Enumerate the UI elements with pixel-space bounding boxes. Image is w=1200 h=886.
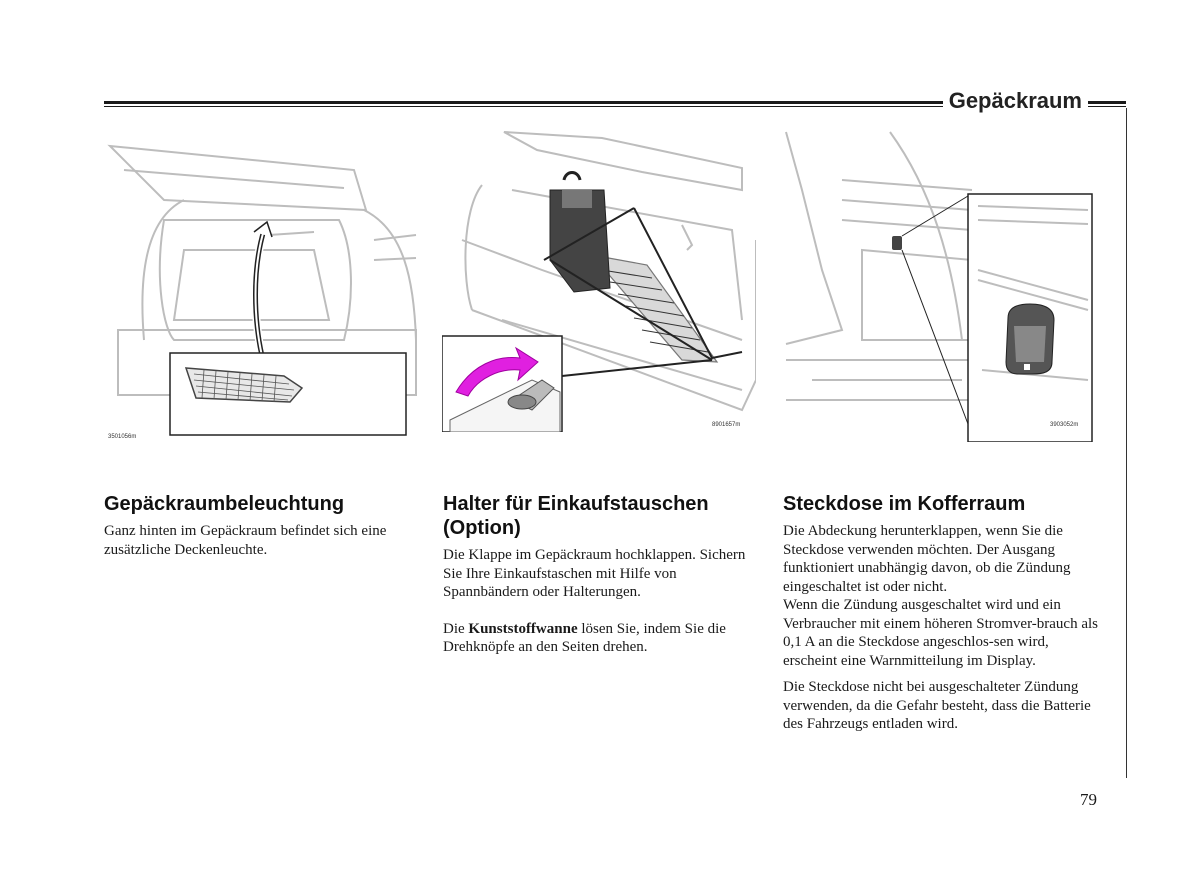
- section-paragraph: Ganz hinten im Gepäckraum befindet sich …: [104, 523, 387, 558]
- section-paragraph: Die Abdeckung herunterklappen, wenn Sie …: [783, 523, 1071, 595]
- svg-text:8901657m: 8901657m: [712, 422, 740, 428]
- section-heading: Halter für Einkaufstauschen (Option): [443, 493, 709, 539]
- paragraph-bold-term: Kunststoffwanne: [468, 620, 578, 637]
- figure-trunk-light: 3501056m: [104, 140, 418, 440]
- section-bag-holder: Halter für Einkaufstauschen (Option) Die…: [443, 492, 759, 667]
- header-rule-top: [104, 101, 1126, 104]
- section-heading: Steckdose im Kofferraum: [783, 493, 1026, 515]
- header-rule-bottom: [104, 106, 1126, 107]
- page-title: Gepäckraum: [942, 88, 1088, 114]
- section-paragraph: Die Kunststoffwanne lösen Sie, indem Sie…: [443, 620, 759, 657]
- trunk-light-illustration-icon: 3501056m: [107, 144, 417, 440]
- section-paragraph: Die Steckdose nicht bei ausgeschalteter …: [783, 679, 1091, 732]
- section-power-socket: Steckdose im Kofferraum Die Abdeckung he…: [783, 492, 1101, 744]
- section-trunk-light: Gepäckraumbeleuchtung Ganz hinten im Gep…: [104, 492, 424, 569]
- figure-power-socket: 3903052m: [782, 130, 1096, 442]
- svg-text:3501056m: 3501056m: [108, 434, 136, 440]
- svg-text:3903052m: 3903052m: [1050, 422, 1078, 428]
- figure-bag-holder: 8901657m: [442, 130, 756, 432]
- power-socket-illustration-icon: 3903052m: [785, 131, 1093, 442]
- right-margin-rule: [1126, 108, 1127, 778]
- paragraph-prefix: Die: [443, 620, 469, 637]
- section-heading: Gepäckraumbeleuchtung: [104, 493, 345, 515]
- section-paragraph: Die Klappe im Gepäckraum hochklappen. Si…: [443, 547, 746, 600]
- page-number: 79: [1080, 790, 1097, 809]
- shopping-bag-holder-illustration-icon: 8901657m: [442, 131, 756, 432]
- paragraph-suffix: lösen Sie, indem Sie die Drehknöpfe an d…: [443, 620, 726, 656]
- section-paragraph: Wenn die Zündung ausgeschaltet wird und …: [783, 597, 1098, 669]
